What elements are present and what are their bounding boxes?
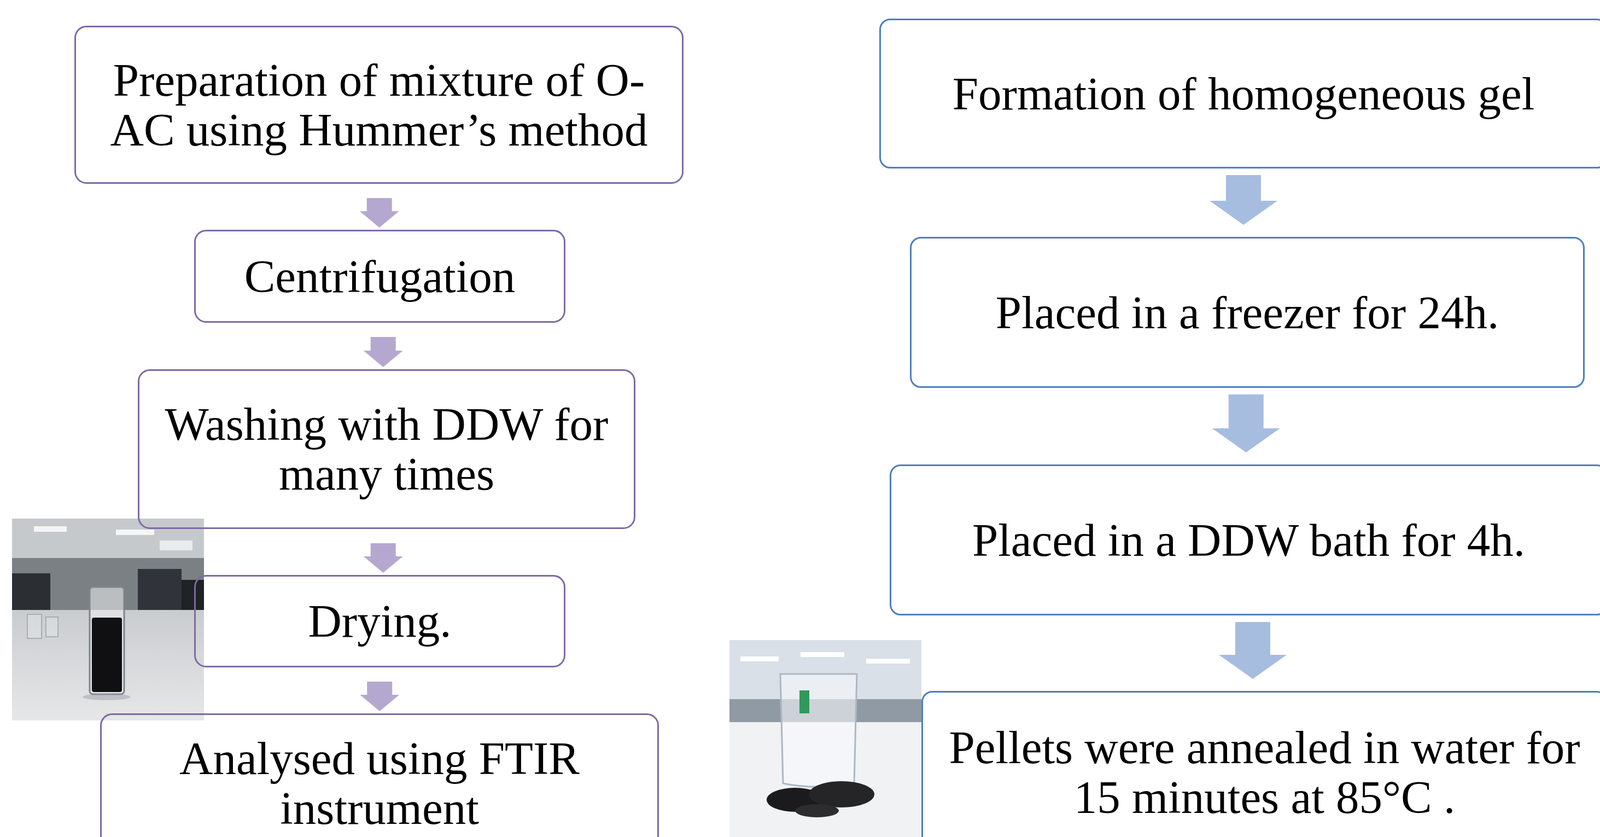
pellet <box>795 803 839 817</box>
step-text: Placed in a DDW bath for 4h. <box>972 515 1526 565</box>
beaker-glass <box>780 673 857 787</box>
flow-arrow <box>363 336 404 367</box>
process-box: Analysed using FTIR instrument <box>100 713 659 837</box>
step-text: Analysed using FTIR instrument <box>133 733 626 833</box>
step-text: Washing with DDW for many times <box>154 399 620 499</box>
vial-liquid <box>91 617 122 692</box>
vial-shadow <box>82 693 131 700</box>
photo-table <box>12 609 204 721</box>
process-box: Pellets were annealed in water for 15 mi… <box>921 690 1600 837</box>
sample-photo <box>12 518 204 721</box>
sample-photo <box>729 639 922 837</box>
flow-arrow <box>359 197 400 228</box>
pellet <box>808 780 875 808</box>
process-box: Formation of homogeneous gel <box>879 18 1600 169</box>
step-text: Drying. <box>307 596 452 646</box>
photo-vent <box>159 540 193 551</box>
flow-arrow <box>1218 621 1287 679</box>
photo-machine <box>181 579 204 612</box>
photo-light <box>866 658 910 664</box>
flow-arrow <box>1209 174 1278 225</box>
process-box: Drying. <box>194 574 566 668</box>
vial-glass <box>89 586 125 694</box>
flow-arrow <box>363 542 404 573</box>
process-box: Preparation of mixture of O- AC using Hu… <box>74 25 684 184</box>
beaker-label <box>799 690 810 714</box>
process-box: Centrifugation <box>194 229 566 323</box>
photo-glass <box>45 616 58 637</box>
photo-glass <box>27 614 42 639</box>
photo-light <box>740 656 779 662</box>
process-box: Washing with DDW for many times <box>137 369 636 529</box>
photo-light <box>33 526 67 532</box>
photo-machine <box>12 573 51 612</box>
step-text: Placed in a freezer for 24h. <box>995 287 1499 338</box>
photo-light <box>800 651 845 657</box>
photo-ceiling <box>12 518 204 558</box>
flow-arrow <box>359 681 400 711</box>
process-box: Placed in a DDW bath for 4h. <box>889 464 1600 616</box>
photo-machine <box>137 568 182 612</box>
step-text: Formation of homogeneous gel <box>952 68 1535 119</box>
photo-ground <box>729 639 922 837</box>
flow-arrow <box>1212 394 1281 453</box>
step-text: Centrifugation <box>244 251 516 302</box>
photo-ground <box>12 518 204 721</box>
step-text: Preparation of mixture of O- AC using Hu… <box>94 55 664 155</box>
step-text: Pellets were annealed in water for 15 mi… <box>942 722 1588 822</box>
photo-light <box>115 529 155 535</box>
process-box: Placed in a freezer for 24h. <box>909 236 1585 388</box>
